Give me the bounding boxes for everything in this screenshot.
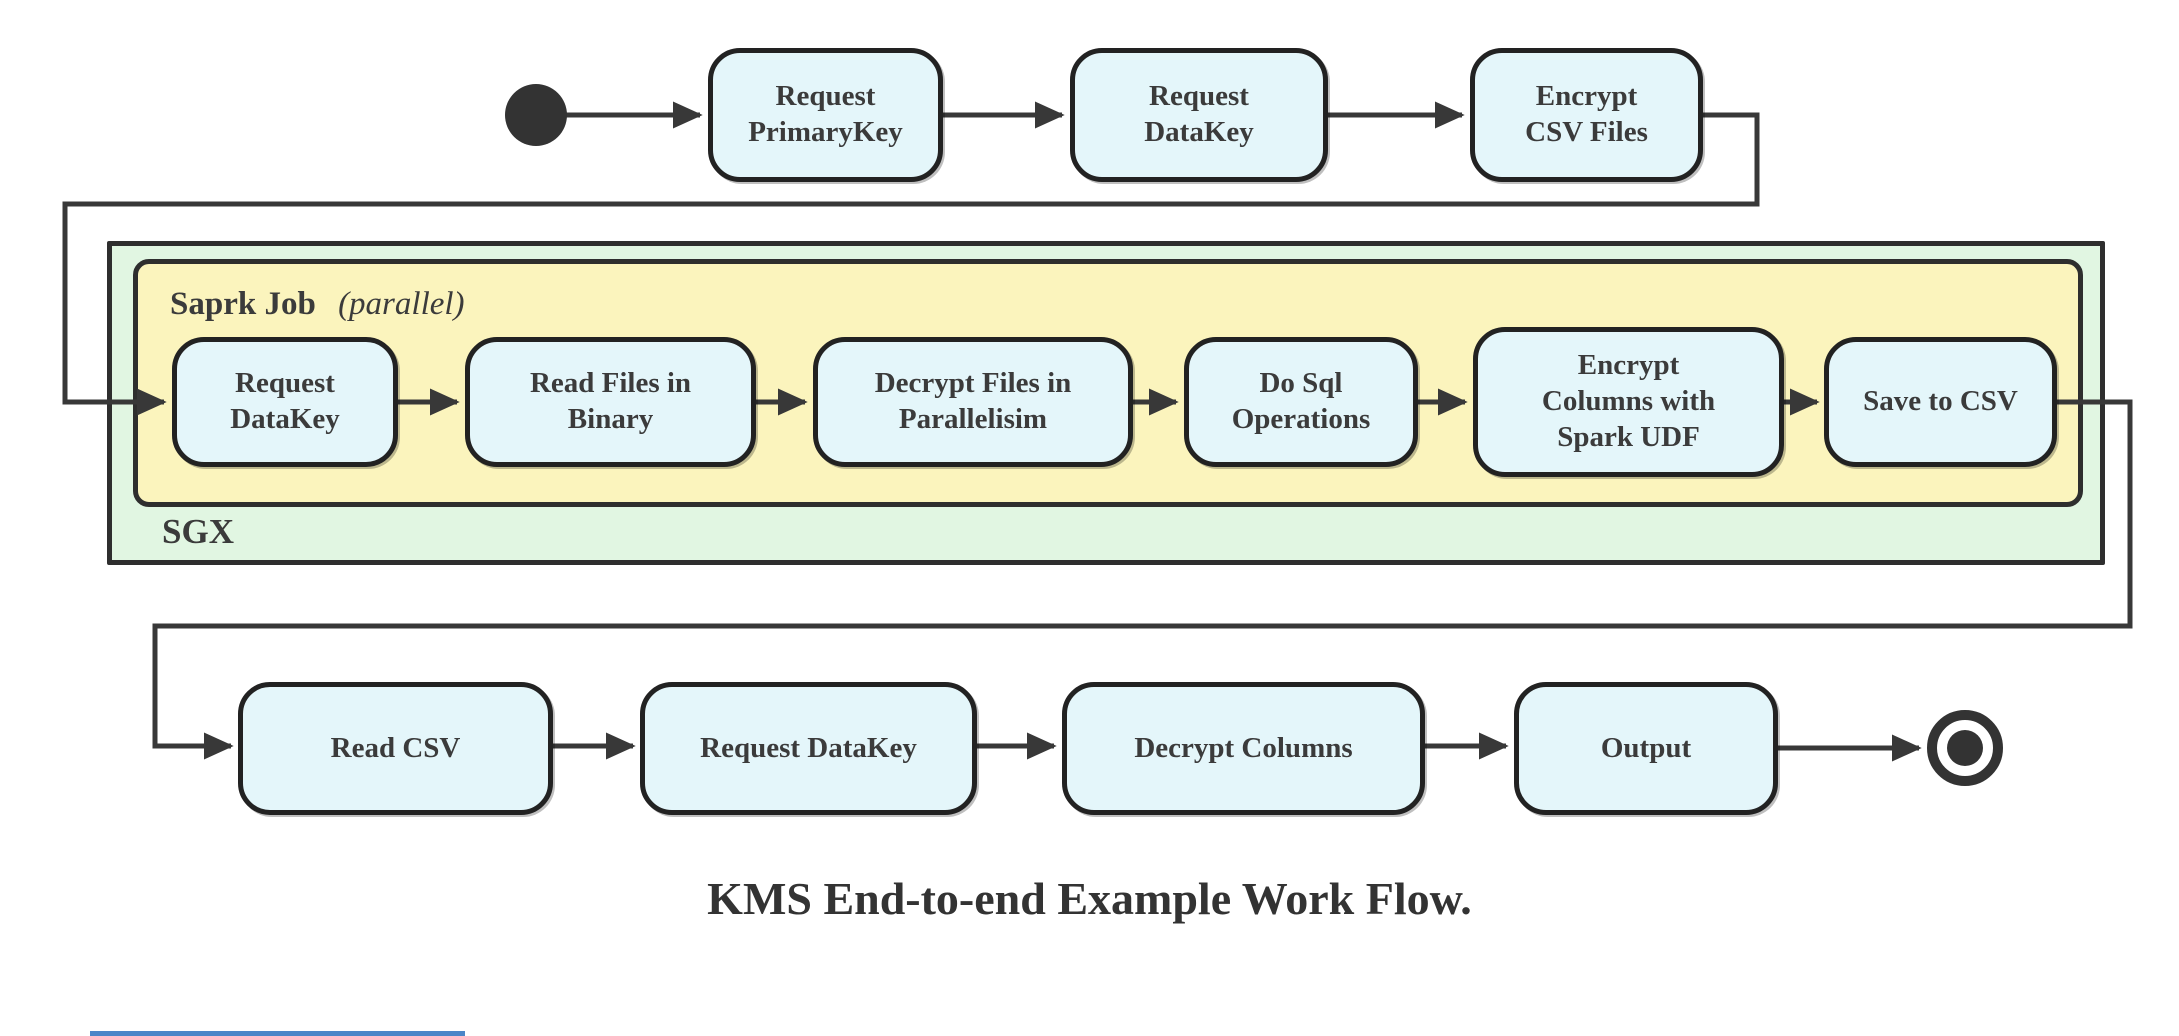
spark-job-title: Saprk Job [170,286,316,322]
end-node-inner-dot [1947,730,1983,766]
node-label-line: Decrypt Columns [1134,731,1353,764]
node-label-line: Output [1600,731,1692,764]
end-node [1927,710,2003,786]
node-request-datakey-bottom: Request DataKey [640,682,977,815]
sgx-group-label: SGX [162,512,234,551]
node-label-line: Columns with [1541,385,1716,418]
node-label-line: Decrypt Files in [874,367,1072,400]
node-label-line: Spark UDF [1557,420,1700,453]
node-label-line: Parallelisim [898,403,1048,435]
node-decrypt-files-in-parallelisim: Decrypt Files in Parallelisim [813,337,1133,467]
node-label-line: DataKey [230,403,340,435]
bottom-blue-strip [90,1031,465,1036]
node-label-line: Operations [1231,403,1371,435]
node-read-files-in-binary: Read Files in Binary [465,337,756,467]
edge-encrypt-csv-to-sgx-request-datakey [62,112,1760,416]
diagram-caption: KMS End-to-end Example Work Flow. [707,873,1472,924]
node-label-line: Read CSV [330,731,461,764]
node-decrypt-columns: Decrypt Columns [1062,682,1425,815]
node-label-line: Read Files in [529,367,692,400]
node-label-line: Request [235,367,335,400]
node-request-datakey-top: Request DataKey [1070,48,1328,182]
node-label-line: Encrypt [1535,80,1638,113]
node-label-line: DataKey [1144,116,1254,148]
node-label-line: Do Sql [1259,367,1343,400]
node-label-line: Request [1149,80,1249,113]
node-do-sql-operations: Do Sql Operations [1184,337,1418,467]
node-label-line: Encrypt [1577,349,1680,382]
node-encrypt-columns-spark-udf: Encrypt Columns with Spark UDF [1473,327,1784,477]
edge-save-csv-to-read-csv [152,399,2133,760]
node-label-line: CSV Files [1525,116,1648,148]
node-request-datakey-sgx: Request DataKey [172,337,398,467]
node-label-line: Request DataKey [700,731,917,764]
node-read-csv: Read CSV [238,682,553,815]
node-label-line: PrimaryKey [748,116,903,148]
node-encrypt-csv-files: Encrypt CSV Files [1470,48,1703,182]
node-output: Output [1514,682,1778,815]
node-request-primarykey: Request PrimaryKey [708,48,943,182]
node-save-to-csv: Save to CSV [1824,337,2057,467]
start-node [505,84,567,146]
spark-job-qualifier: (parallel) [338,286,465,322]
spark-job-group-label: Saprk Job (parallel) [170,286,465,323]
node-label-line: Save to CSV [1863,385,2018,418]
node-label-line: Request [775,80,876,113]
node-label-line: Binary [567,403,654,435]
